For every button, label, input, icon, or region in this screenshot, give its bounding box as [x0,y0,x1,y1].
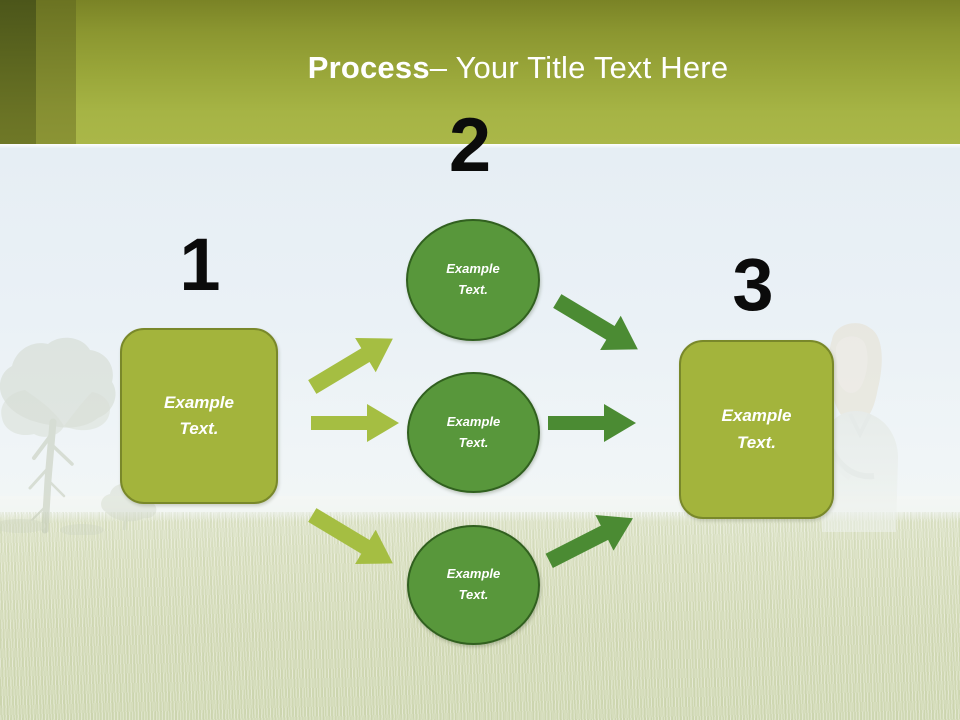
process-circle-2-line-1: Example [446,413,501,429]
page-title: Process – Your Title Text Here [76,0,960,144]
person-silhouette-icon [812,318,932,533]
end-box-line-1: Example [721,406,792,426]
arrow-down-right-icon [549,288,659,368]
slide-header: Process – Your Title Text Here [0,0,960,144]
arrow-right-icon [311,404,403,444]
header-underline [0,144,960,148]
process-circle-1-line-1: Example [446,261,500,277]
page-title-strong: Process [307,50,430,85]
start-box-line-2: Text. [179,419,219,438]
process-circle-1-line-2: Text. [458,282,488,297]
process-circle-2-line-2: Text. [458,434,489,450]
start-box-line-1: Example [164,392,234,412]
arrow-right-icon [548,404,640,444]
tree-silhouette-icon [0,330,125,535]
step-number-2: 2 [448,103,492,188]
arrow-down-right-icon [302,498,412,578]
process-circle-2[interactable]: Example Text. [407,372,540,493]
page-title-rest: – Your Title Text Here [429,50,729,85]
process-circle-3[interactable]: Example Text. [407,525,540,645]
step-number-1: 1 [179,223,221,306]
process-circle-3-line-2: Text. [458,587,489,602]
process-circle-3-line-1: Example [446,566,501,582]
start-box[interactable]: Example Text. [120,328,278,504]
header-gradient-band [0,0,960,144]
step-number-3: 3 [732,243,774,326]
arrow-up-right-icon [541,514,651,628]
end-box[interactable]: Example Text. [679,340,834,519]
header-accent-band-dark [0,0,36,144]
process-circle-1[interactable]: Example Text. [406,219,540,341]
arrow-up-right-icon [302,337,412,424]
header-accent-band-medium [36,0,76,144]
end-box-line-2: Text. [736,432,777,452]
